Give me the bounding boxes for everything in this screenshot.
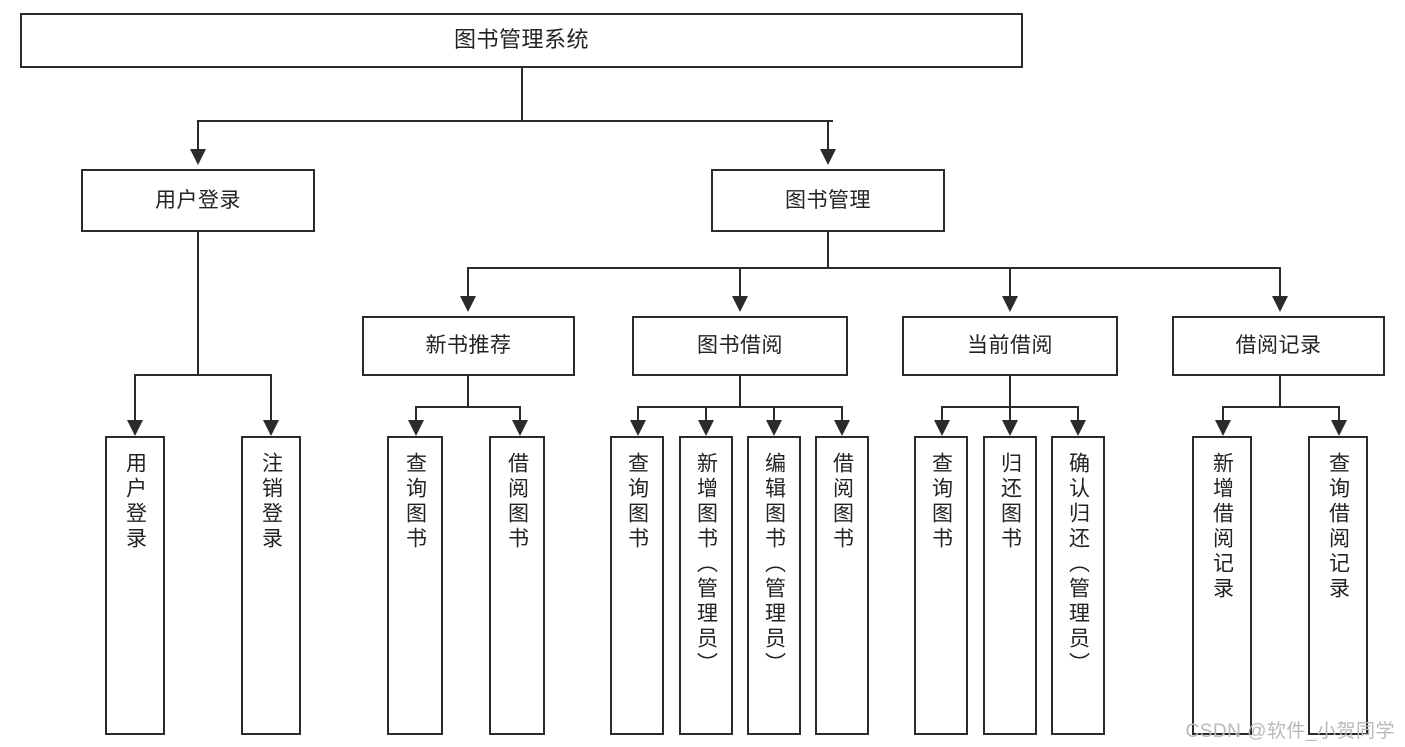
- leaf-node-query-borrow-record[interactable]: 查询借阅记录: [1308, 436, 1368, 735]
- leaf-node-logout[interactable]: 注销登录: [241, 436, 301, 735]
- arrow-head-to-new-book: [460, 296, 476, 312]
- arrow-head-leaf-7: [766, 420, 782, 436]
- node-new-book-recommend[interactable]: 新书推荐: [362, 316, 575, 376]
- node-label: 查询借阅记录: [1326, 452, 1350, 602]
- connector-newbook-drop-1: [415, 406, 417, 420]
- node-root-system[interactable]: 图书管理系统: [20, 13, 1023, 68]
- node-label: 新增图书（管理员）: [694, 452, 718, 677]
- connector-userlogin-drop-2: [270, 374, 272, 420]
- leaf-node-return-book[interactable]: 归还图书: [983, 436, 1037, 735]
- arrow-head-leaf-5: [630, 420, 646, 436]
- node-label: 归还图书: [998, 452, 1022, 552]
- leaf-node-confirm-return-admin[interactable]: 确认归还（管理员）: [1051, 436, 1105, 735]
- node-user-login[interactable]: 用户登录: [81, 169, 315, 232]
- connector-bookmanage-drop-3: [1009, 267, 1011, 296]
- node-label: 新书推荐: [425, 334, 512, 358]
- connector-userlogin-bus: [134, 374, 270, 376]
- connector-bookborrow-stem: [739, 376, 741, 406]
- node-label: 借阅记录: [1235, 334, 1322, 358]
- connector-bookmanage-drop-1: [467, 267, 469, 296]
- arrow-head-to-current-borrow: [1002, 296, 1018, 312]
- connector-bookmanage-bus: [467, 267, 1281, 269]
- arrow-head-to-book-manage: [820, 149, 836, 165]
- arrow-head-leaf-9: [934, 420, 950, 436]
- node-label: 当前借阅: [967, 334, 1053, 358]
- connector-root-bus: [197, 120, 833, 122]
- arrow-head-leaf-2: [263, 420, 279, 436]
- arrow-head-leaf-11: [1070, 420, 1086, 436]
- arrow-head-to-book-borrow: [732, 296, 748, 312]
- connector-bookmanage-drop-4: [1279, 267, 1281, 296]
- node-label: 图书管理系统: [453, 27, 589, 53]
- node-label: 用户登录: [123, 452, 147, 552]
- leaf-node-add-book-admin[interactable]: 新增图书（管理员）: [679, 436, 733, 735]
- connector-userlogin-stem: [197, 232, 199, 374]
- arrow-head-leaf-6: [698, 420, 714, 436]
- node-label: 确认归还（管理员）: [1066, 452, 1090, 677]
- connector-borrowrecord-bus: [1222, 406, 1338, 408]
- connector-currentborrow-drop-1: [941, 406, 943, 420]
- connector-bookborrow-drop-1: [637, 406, 639, 420]
- leaf-node-borrow-book-newbook[interactable]: 借阅图书: [489, 436, 545, 735]
- node-current-borrow[interactable]: 当前借阅: [902, 316, 1118, 376]
- node-label: 查询图书: [625, 452, 649, 552]
- arrow-head-leaf-4: [512, 420, 528, 436]
- connector-root-drop-1: [197, 120, 199, 149]
- node-label: 查询图书: [929, 452, 953, 552]
- node-borrow-record[interactable]: 借阅记录: [1172, 316, 1385, 376]
- node-label: 图书借阅: [697, 334, 783, 358]
- connector-newbook-drop-2: [519, 406, 521, 420]
- connector-bookborrow-drop-2: [705, 406, 707, 420]
- node-label: 注销登录: [259, 452, 283, 552]
- connector-newbook-stem: [467, 376, 469, 406]
- node-label: 用户登录: [155, 188, 241, 212]
- node-book-borrow[interactable]: 图书借阅: [632, 316, 848, 376]
- arrow-head-to-user-login: [190, 149, 206, 165]
- leaf-node-query-book-newbook[interactable]: 查询图书: [387, 436, 443, 735]
- node-label: 编辑图书（管理员）: [762, 452, 786, 677]
- leaf-node-user-login[interactable]: 用户登录: [105, 436, 165, 735]
- arrow-head-leaf-13: [1331, 420, 1347, 436]
- node-book-manage[interactable]: 图书管理: [711, 169, 945, 232]
- node-label: 借阅图书: [830, 452, 854, 552]
- node-label: 借阅图书: [505, 452, 529, 552]
- arrow-head-to-borrow-record: [1272, 296, 1288, 312]
- arrow-head-leaf-10: [1002, 420, 1018, 436]
- connector-root-drop-2: [827, 120, 829, 149]
- connector-currentborrow-drop-3: [1077, 406, 1079, 420]
- arrow-head-leaf-1: [127, 420, 143, 436]
- connector-borrowrecord-drop-1: [1222, 406, 1224, 420]
- connector-userlogin-drop-1: [134, 374, 136, 420]
- node-label: 新增借阅记录: [1210, 452, 1234, 602]
- connector-currentborrow-stem: [1009, 376, 1011, 406]
- connector-currentborrow-drop-2: [1009, 406, 1011, 420]
- leaf-node-query-book-current[interactable]: 查询图书: [914, 436, 968, 735]
- leaf-node-borrow-book[interactable]: 借阅图书: [815, 436, 869, 735]
- leaf-node-edit-book-admin[interactable]: 编辑图书（管理员）: [747, 436, 801, 735]
- connector-bookborrow-drop-4: [841, 406, 843, 420]
- connector-bookmanage-drop-2: [739, 267, 741, 296]
- connector-newbook-bus: [415, 406, 519, 408]
- connector-bookborrow-drop-3: [773, 406, 775, 420]
- node-label: 图书管理: [785, 188, 871, 212]
- arrow-head-leaf-8: [834, 420, 850, 436]
- connector-root-stem: [521, 68, 523, 120]
- arrow-head-leaf-12: [1215, 420, 1231, 436]
- connector-borrowrecord-drop-2: [1338, 406, 1340, 420]
- connector-borrowrecord-stem: [1279, 376, 1281, 406]
- leaf-node-query-book-borrow[interactable]: 查询图书: [610, 436, 664, 735]
- connector-bookmanage-stem: [827, 232, 829, 267]
- node-label: 查询图书: [403, 452, 427, 552]
- connector-bookborrow-bus: [637, 406, 841, 408]
- arrow-head-leaf-3: [408, 420, 424, 436]
- leaf-node-add-borrow-record[interactable]: 新增借阅记录: [1192, 436, 1252, 735]
